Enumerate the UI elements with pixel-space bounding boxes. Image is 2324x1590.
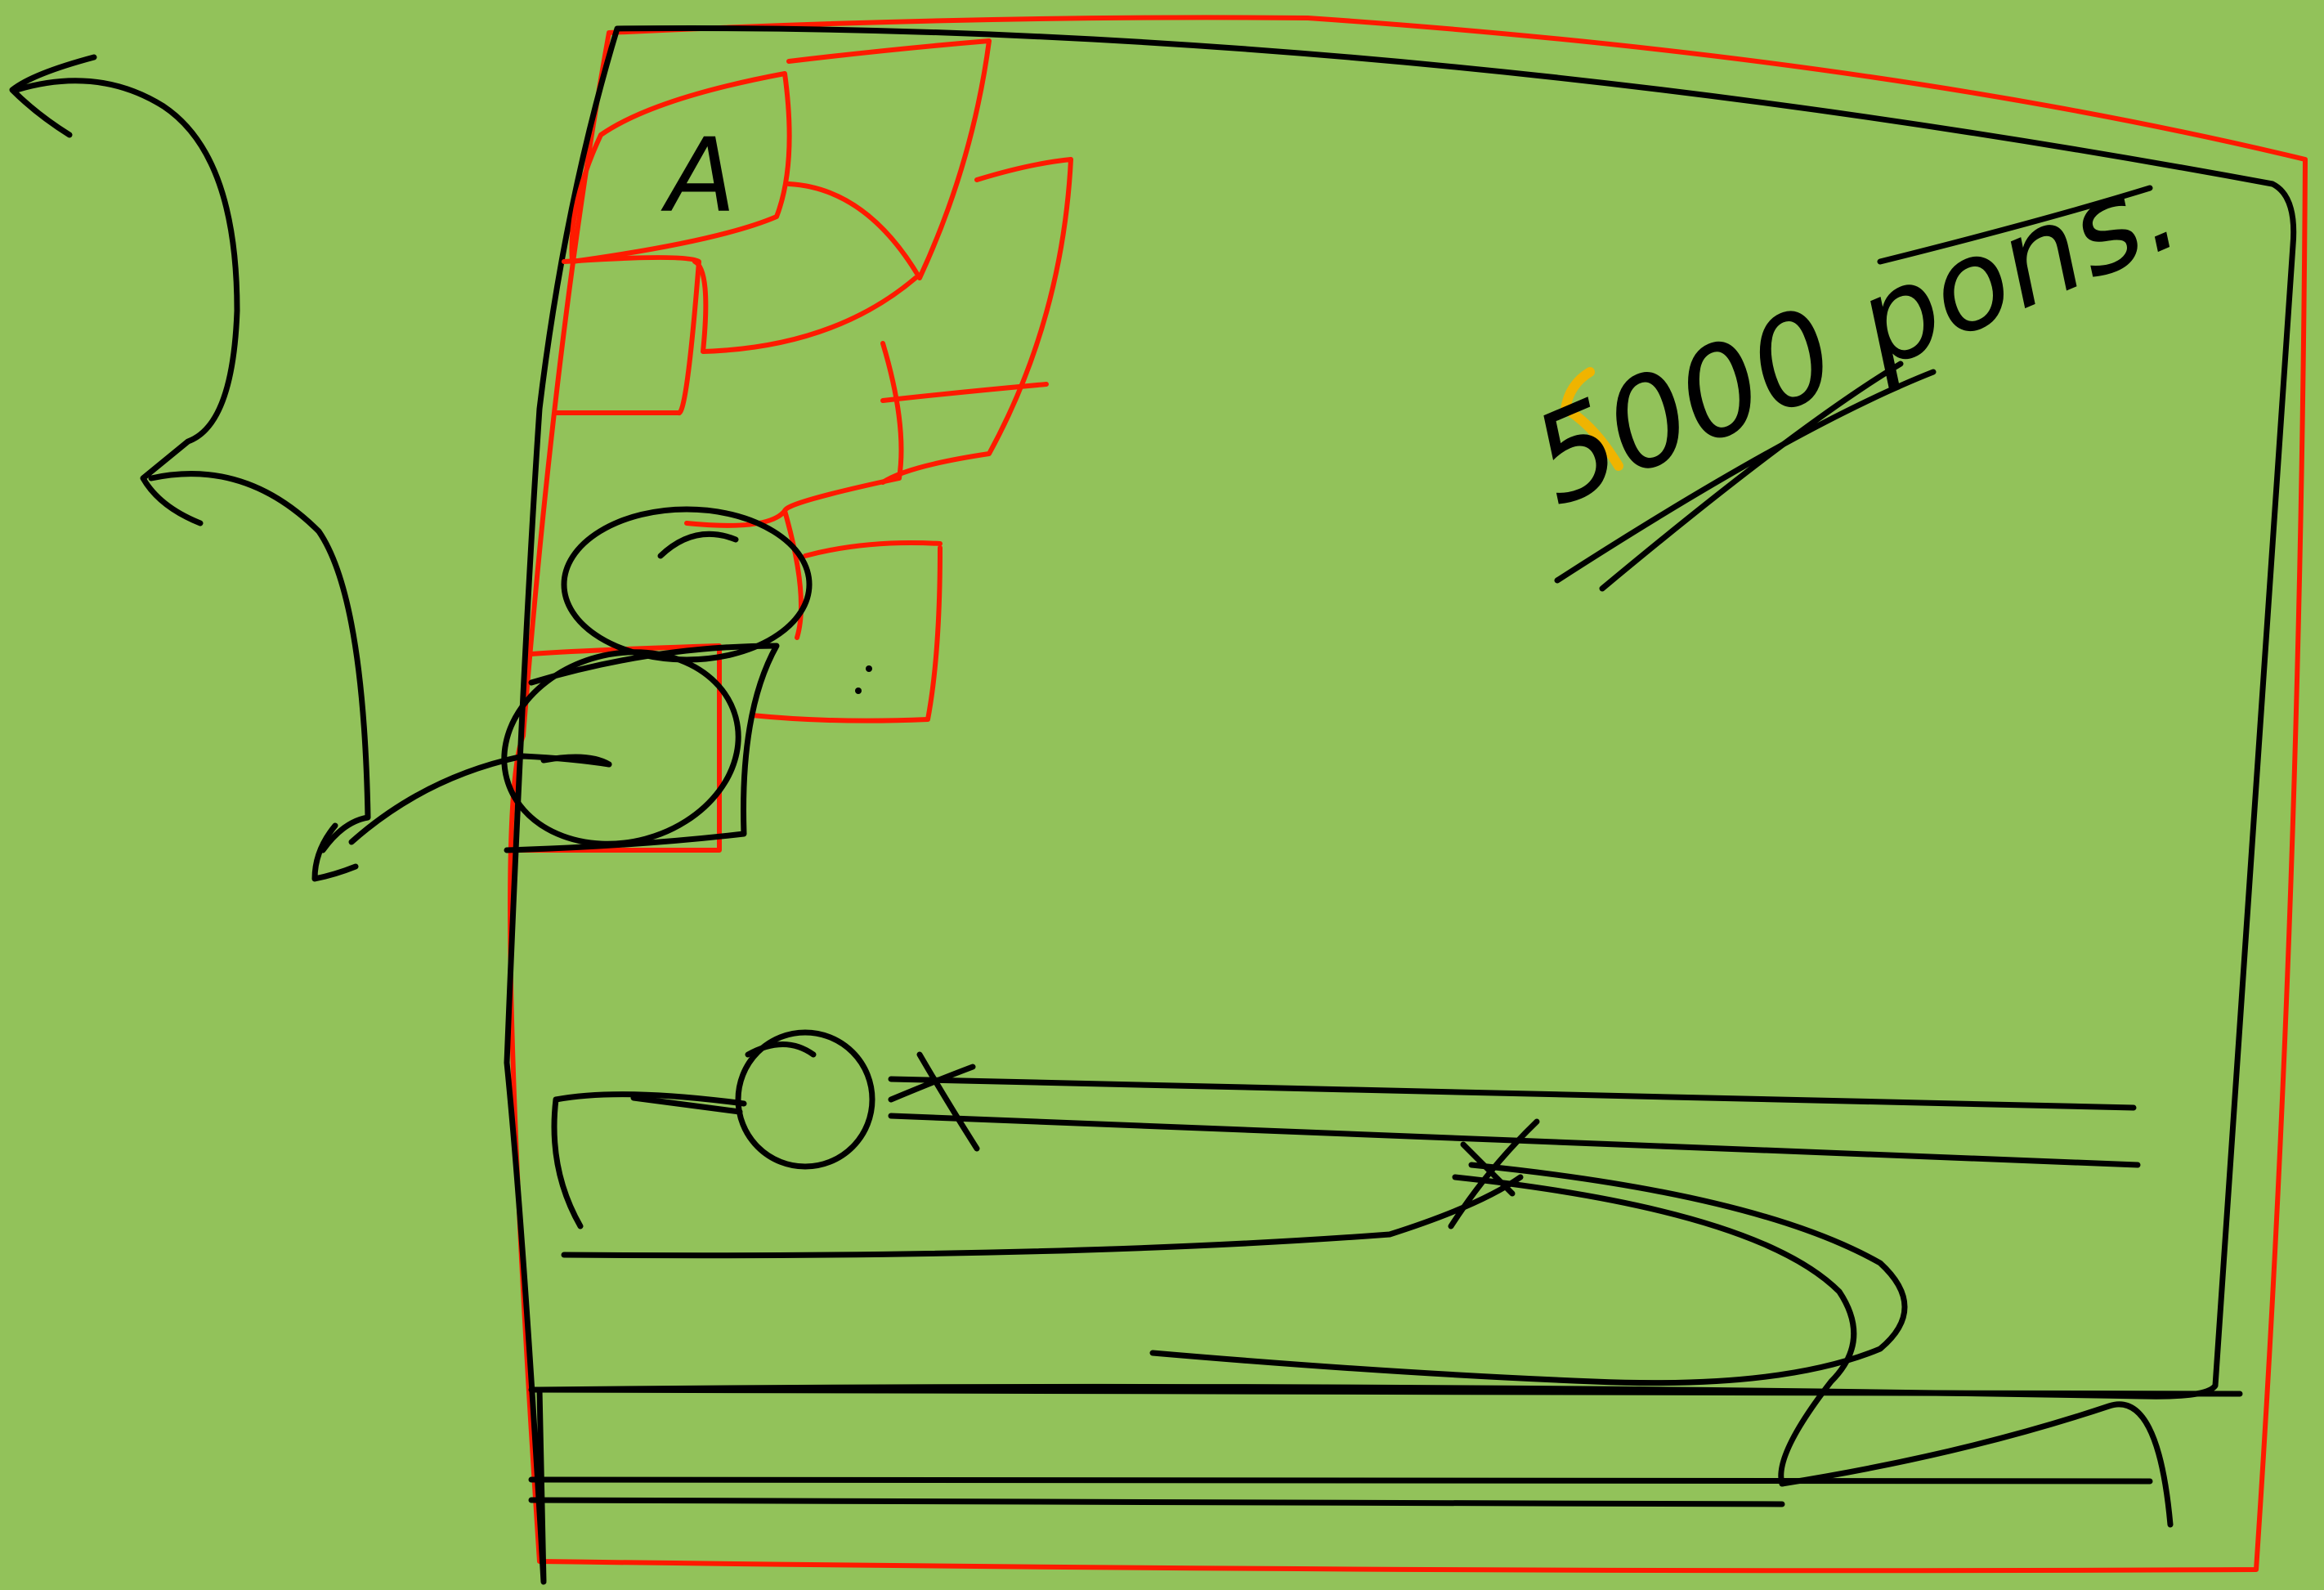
outer-frame-black <box>504 25 2297 1585</box>
score-highlight-mark <box>1561 367 1623 471</box>
arrow-head-bottom <box>311 822 359 882</box>
arrow-lower-curve <box>148 471 371 853</box>
track-wave-2 <box>1452 1174 1857 1487</box>
score-underline-2 <box>1599 361 1904 592</box>
track-left-cap <box>551 1091 747 1229</box>
tile-e <box>880 157 1073 485</box>
lower-ellipse-stroke <box>540 754 612 768</box>
bottom-bar-line-1 <box>528 1386 2243 1397</box>
score-strike-line <box>1877 185 2153 265</box>
track-handle <box>735 1029 875 1170</box>
track-line-upper <box>888 1076 2137 1111</box>
upper-ellipse-squiggle <box>657 531 739 559</box>
tile-letter-label: A <box>660 117 737 235</box>
arrow-head-top <box>9 54 97 138</box>
lower-ellipse <box>501 649 741 847</box>
tile-j <box>782 508 804 640</box>
tile-k <box>504 643 722 853</box>
curly-brace-arrow <box>13 78 240 526</box>
track-x-mark-right-2 <box>1460 1141 1516 1197</box>
track-x-mark-left <box>916 1051 980 1152</box>
outer-frame-red <box>508 15 2308 1574</box>
tile-grid <box>504 38 1073 853</box>
track-wave-3 <box>1779 1401 2174 1528</box>
tile-d <box>553 255 701 416</box>
bottom-bar-line-2 <box>528 1476 2153 1485</box>
track-lead-line <box>630 1095 743 1115</box>
tile-h <box>750 545 943 723</box>
tile-a <box>569 71 792 264</box>
track-handle-inner <box>745 1041 817 1058</box>
tile-g <box>880 382 1049 403</box>
dot-mark-2 <box>855 688 862 694</box>
tile-c <box>692 259 918 354</box>
tile-i <box>803 540 943 558</box>
dot-mark <box>866 665 872 672</box>
track-x-mark-left-2 <box>888 1064 976 1103</box>
bottom-bar-line-3 <box>528 1497 1785 1507</box>
tile-b <box>786 38 992 280</box>
track-base-line <box>561 1174 1524 1259</box>
